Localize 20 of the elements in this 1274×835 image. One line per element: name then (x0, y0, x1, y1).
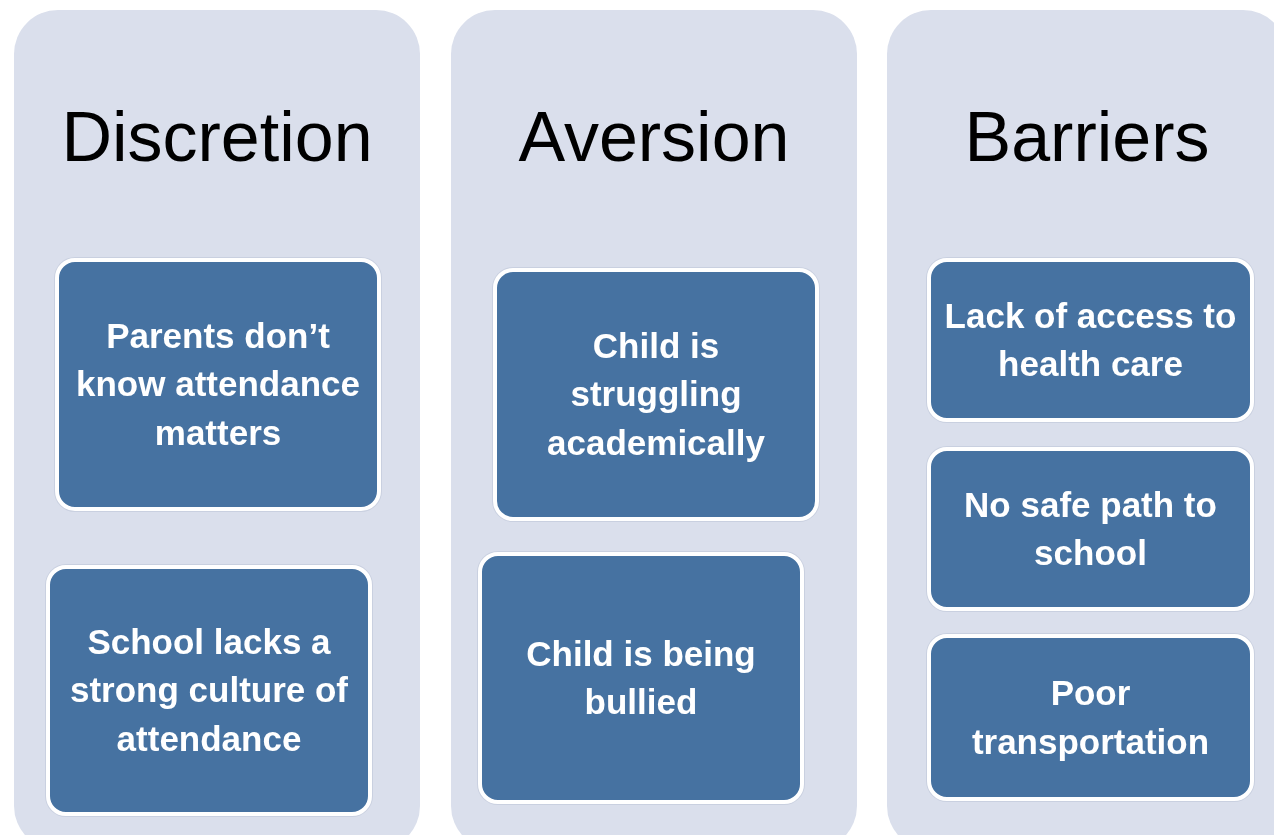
reason-text: Child is being bullied (525, 632, 757, 723)
reason-card (927, 447, 1254, 611)
reason-card (55, 258, 381, 511)
reason-card (927, 634, 1254, 801)
reason-text: School lacks a strong culture of attendance (68, 621, 350, 760)
category-panel (451, 10, 857, 835)
reason-text: Parents don’t know attendance matters (75, 315, 361, 454)
reason-card (46, 565, 372, 816)
reason-text: Poor transportation (970, 672, 1211, 763)
category-panel (14, 10, 420, 835)
category-heading: Aversion (517, 102, 791, 172)
reason-card (493, 268, 819, 521)
category-heading: Barriers (963, 102, 1211, 172)
reason-card (478, 552, 804, 804)
reason-text: No safe path to school (963, 483, 1218, 574)
reason-card (927, 258, 1254, 422)
category-panel (887, 10, 1274, 835)
reason-text: Lack of access to health care (943, 294, 1238, 385)
reason-text: Child is struggling academically (546, 325, 766, 464)
category-heading: Discretion (60, 102, 374, 172)
